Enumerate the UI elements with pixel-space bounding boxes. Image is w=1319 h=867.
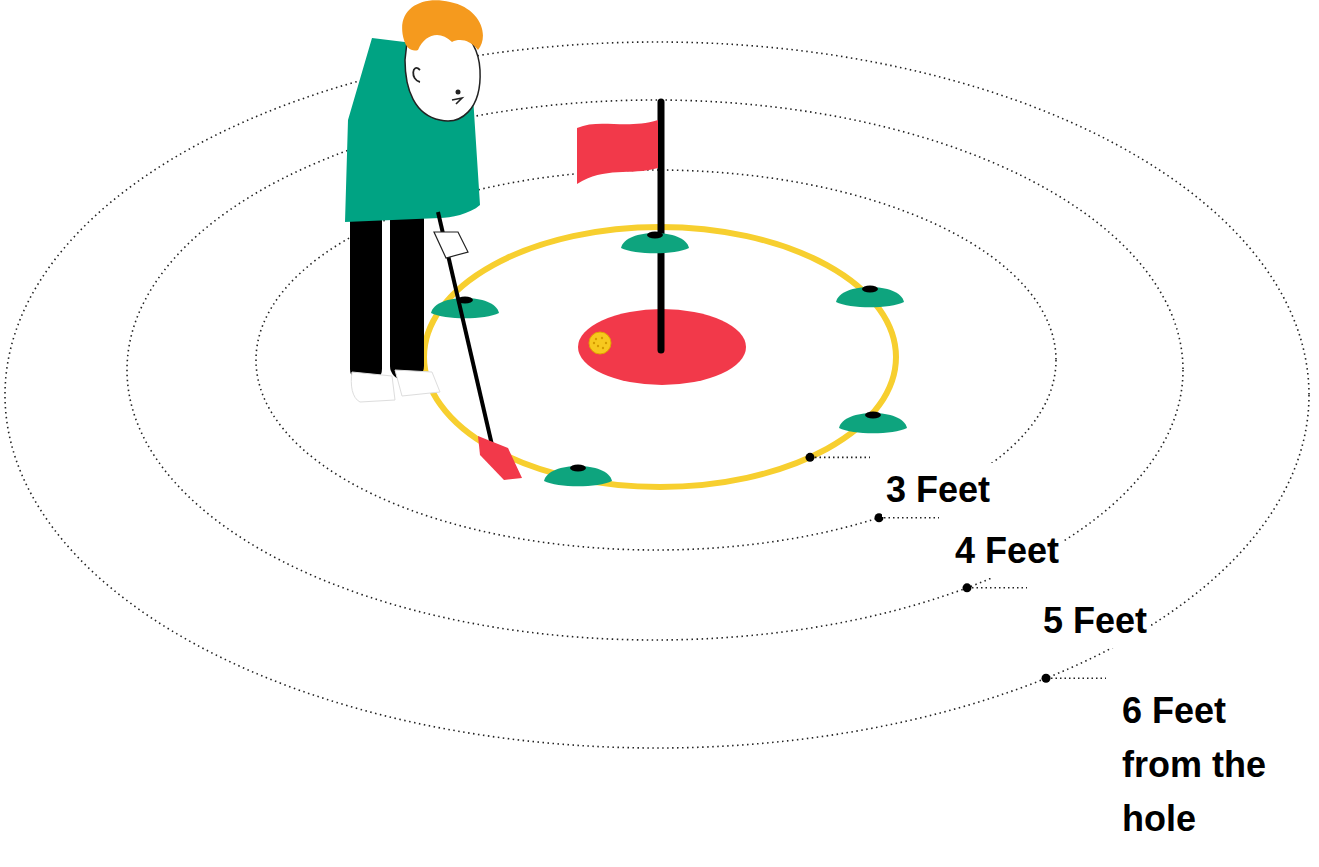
distance-label: 3 Feet	[882, 463, 994, 517]
ball-dimples	[593, 337, 607, 349]
leader-line	[815, 457, 870, 459]
distance-label: 6 Feet from the hole	[1118, 684, 1294, 846]
cones	[431, 232, 907, 487]
flag	[577, 120, 658, 184]
leader-dot	[963, 583, 972, 592]
five-foot-ring	[127, 100, 1183, 640]
distance-label: 4 Feet	[951, 524, 1063, 578]
leader-line	[972, 587, 1027, 589]
leader-lines	[806, 453, 1107, 683]
golf-ball	[589, 332, 611, 354]
flag-pole	[658, 102, 665, 350]
six-foot-ring	[5, 42, 1309, 748]
distance-label: 5 Feet	[1039, 594, 1151, 648]
leader-line	[1051, 677, 1106, 679]
leader-dot	[1042, 674, 1051, 683]
golfer	[345, 0, 522, 480]
leader-dot	[806, 453, 815, 462]
four-foot-ring	[256, 170, 1056, 550]
